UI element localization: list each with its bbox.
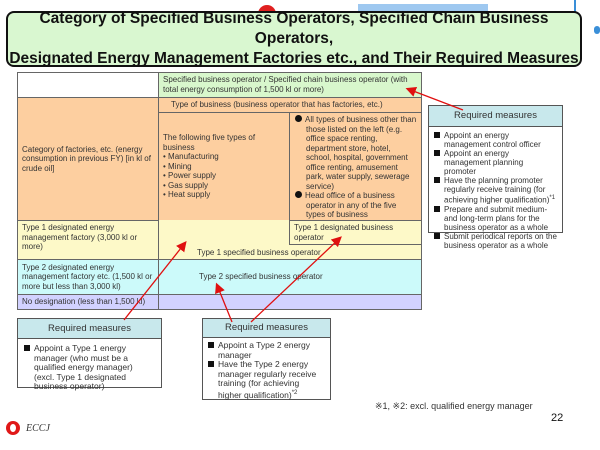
bullet-square-icon — [434, 232, 440, 239]
type-of-business-header: Type of business (business operator that… — [158, 97, 422, 113]
no-designation-label: No designation (less than 1,500 kl) — [17, 294, 159, 310]
measure-item: Appoint an energy management control off… — [434, 131, 557, 149]
measure-item: Prepare and submit medium- and long-term… — [434, 205, 557, 232]
header-decor-dot — [594, 26, 600, 34]
bullet-square-icon — [434, 132, 440, 138]
measure-item: Appoint a Type 1 energy manager (who mus… — [24, 343, 155, 392]
measures-box-type2: Required measures Appoint a Type 2 energ… — [202, 318, 331, 400]
table-corner-cell — [17, 72, 159, 98]
other-types-item: Head office of a business operator in an… — [295, 191, 417, 220]
measures-header: Required measures — [18, 319, 161, 339]
type1-factory-label: Type 1 designated energy management fact… — [17, 220, 159, 260]
five-types-item: • Manufacturing — [163, 152, 219, 162]
bullet-square-icon — [208, 361, 214, 367]
slide-title: Category of Specified Business Operators… — [6, 10, 582, 67]
five-types-item: • Gas supply — [163, 180, 209, 190]
bullet-square-icon — [24, 345, 30, 351]
measures-box-specified: Required measures Appoint an energy mana… — [428, 105, 563, 250]
footnote: ※1, ※2: excl. qualified energy manager — [375, 401, 533, 411]
bullet-square-icon — [434, 150, 440, 156]
type1-designated-operator-cell: Type 1 designated business operator — [289, 220, 422, 245]
bullet-dot-icon — [295, 115, 302, 122]
type2-factory-label: Type 2 designated energy management fact… — [17, 259, 159, 295]
no-designation-cell — [158, 294, 422, 310]
specified-operator-header: Specified business operator / Specified … — [158, 72, 422, 98]
measure-item: Appoint an energy management planning pr… — [434, 149, 557, 176]
measure-item: Have the planning promoter regularly rec… — [434, 176, 557, 205]
measure-item: Have the Type 2 energy manager regularly… — [208, 359, 325, 400]
five-types-cell: The following five types of business • M… — [158, 112, 290, 221]
bullet-square-icon — [434, 205, 440, 212]
type2-specified-cell: Type 2 specified business operator — [158, 259, 422, 295]
measures-header: Required measures — [429, 106, 562, 127]
logo-text: ECCJ — [26, 423, 50, 434]
five-types-item: • Power supply — [163, 171, 217, 181]
category-label-cell: Category of factories, etc. (energy cons… — [17, 97, 159, 221]
measure-item: Appoint a Type 2 energy manager — [208, 340, 325, 360]
eccj-logo-inner — [10, 424, 16, 432]
five-types-item: • Heat supply — [163, 190, 211, 200]
header-decor-line — [574, 0, 576, 16]
other-types-item: All types of business other than those l… — [295, 115, 417, 191]
type1-specified-operator-label: Type 1 specified business operator — [197, 248, 321, 257]
five-types-item: • Mining — [163, 161, 192, 171]
measures-header: Required measures — [203, 319, 330, 338]
title-line-1: Category of Specified Business Operators… — [39, 10, 549, 47]
title-line-2: Designated Energy Management Factories e… — [9, 50, 579, 67]
measures-box-type1: Required measures Appoint a Type 1 energ… — [17, 318, 162, 391]
bullet-dot-icon — [295, 191, 302, 198]
measure-item: Submit periodical reports on the busines… — [434, 232, 557, 250]
other-types-cell: All types of business other than those l… — [289, 112, 422, 221]
bullet-square-icon — [208, 342, 214, 348]
page-number: 22 — [551, 412, 564, 424]
bullet-square-icon — [434, 177, 440, 183]
header-decor-bar — [358, 4, 488, 13]
type2-specified-operator-label: Type 2 specified business operator — [199, 272, 323, 282]
